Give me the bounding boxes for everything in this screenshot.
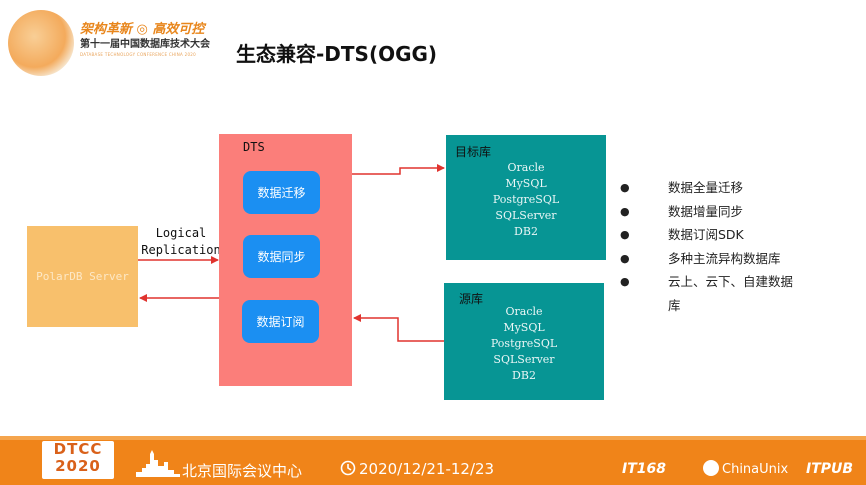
source-db-item: PostgreSQL (490, 337, 558, 350)
feature-item: ●数据增量同步 (620, 200, 808, 224)
target-db-panel (446, 135, 606, 260)
feature-list: ●数据全量迁移 ●数据增量同步 ●数据订阅SDK ●多种主流异构数据库 ●云上、… (620, 176, 808, 317)
bullet-dot: ● (620, 275, 630, 288)
target-db-item: DB2 (514, 225, 538, 238)
conference-logo-emblem (8, 10, 74, 76)
chinaunix-icon (703, 460, 719, 476)
venue-text: 北京国际会议中心 (182, 462, 303, 480)
feature-item: ●多种主流异构数据库 (620, 247, 808, 271)
date-text: 2020/12/21-12/23 (359, 460, 495, 478)
feature-item: ●数据订阅SDK (620, 223, 808, 247)
dtcc-logo-box (42, 441, 114, 479)
clock-icon (340, 460, 356, 476)
conference-subtitle: DATABASE TECHNOLOGY CONFERENCE CHINA 202… (80, 52, 196, 57)
target-db-item: Oracle (507, 161, 545, 174)
source-db-list: Oracle MySQL PostgreSQL SQLServer DB2 (444, 304, 604, 384)
source-db-item: SQLServer (493, 353, 555, 366)
module-data-sync: 数据同步 (243, 235, 320, 278)
bullet-dot: ● (620, 204, 630, 218)
source-db-heading: 源库 (459, 292, 484, 306)
feature-item: ●数据全量迁移 (620, 176, 808, 200)
skyline-icon (136, 450, 180, 477)
dtcc-logo-line1: DTCC (53, 440, 103, 458)
source-db-item: MySQL (503, 321, 545, 334)
bullet-dot: ● (620, 181, 630, 194)
sponsor-chinaunix-logo: ChinaUnix (722, 462, 789, 477)
sponsor-itpub-logo: ITPUB (806, 461, 854, 477)
arrow-dts-to-target (352, 164, 445, 175)
footer-bar (0, 440, 866, 485)
target-db-item: PostgreSQL (492, 193, 560, 206)
feature-item: ●云上、云下、自建数据库 (620, 270, 808, 317)
module-data-migration: 数据迁移 (243, 171, 320, 214)
bullet-dot: ● (620, 228, 630, 241)
conference-name: 第十一届中国数据库技术大会 (80, 39, 210, 50)
footer-accent-line (0, 436, 866, 440)
arrow-source-to-dts (353, 314, 444, 342)
polardb-server-box (27, 226, 138, 327)
target-db-list: Oracle MySQL PostgreSQL SQLServer DB2 (446, 160, 606, 240)
source-db-item: Oracle (505, 305, 543, 318)
source-db-item: DB2 (512, 369, 536, 382)
polardb-server-label: PolarDB Server (36, 270, 129, 283)
logical-label-line1: Logical (155, 226, 207, 240)
conference-slogan: 架构革新 ◎ 高效可控 (80, 22, 205, 37)
dts-label: DTS (243, 140, 265, 154)
logical-label-line2: Replication (141, 243, 221, 257)
target-db-heading: 目标库 (455, 145, 492, 159)
sponsor-it168-logo: IT168 (622, 461, 666, 477)
bullet-dot: ● (620, 251, 630, 265)
target-db-item: MySQL (505, 177, 547, 190)
source-db-panel (444, 283, 604, 400)
dtcc-logo-line2: 2020 (55, 457, 101, 475)
logical-replication-label: Logical Replication (140, 225, 222, 259)
module-data-subscription: 数据订阅 (242, 300, 319, 343)
target-db-item: SQLServer (495, 209, 557, 222)
slide-title: 生态兼容-DTS(OGG) (236, 42, 438, 66)
dtcc-logo: DTCC 2020 (44, 441, 112, 475)
